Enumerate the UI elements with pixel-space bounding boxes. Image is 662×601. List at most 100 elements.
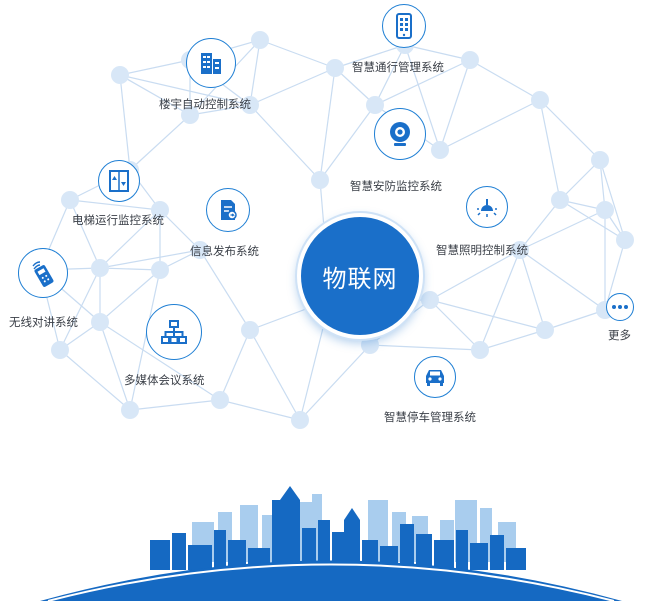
smart-access-node[interactable] bbox=[382, 4, 426, 48]
smart-access-label: 智慧通行管理系统 bbox=[352, 60, 444, 74]
smart-security-node[interactable] bbox=[374, 108, 426, 160]
brain-link bbox=[539, 99, 561, 201]
brain-link bbox=[119, 74, 251, 106]
brain-link bbox=[219, 399, 301, 421]
brain-node bbox=[511, 241, 529, 259]
multimedia-conference-node[interactable] bbox=[146, 304, 202, 360]
brain-link bbox=[99, 209, 161, 269]
brain-node bbox=[421, 291, 439, 309]
brain-link bbox=[189, 104, 251, 116]
brain-node bbox=[241, 96, 259, 114]
brain-node bbox=[151, 201, 169, 219]
wireless-intercom-node[interactable] bbox=[18, 248, 68, 298]
elevator-monitoring-label: 电梯运行监控系统 bbox=[72, 213, 164, 227]
smart-security-label: 智慧安防监控系统 bbox=[350, 179, 442, 193]
lamp-icon bbox=[477, 199, 497, 217]
brain-link bbox=[69, 199, 161, 211]
multimedia-conference-label: 多媒体会议系统 bbox=[124, 373, 205, 387]
brain-link bbox=[199, 249, 251, 331]
brain-node bbox=[531, 91, 549, 109]
brain-link bbox=[374, 59, 471, 106]
brain-link bbox=[334, 44, 406, 69]
brain-link bbox=[129, 114, 191, 171]
brain-link bbox=[99, 321, 221, 401]
building-icon bbox=[201, 53, 221, 74]
brain-link bbox=[59, 267, 101, 351]
smart-parking-node[interactable] bbox=[414, 356, 456, 398]
car-icon bbox=[426, 370, 444, 386]
elevator-monitoring-node[interactable] bbox=[98, 160, 140, 202]
brain-node bbox=[211, 391, 229, 409]
brain-link bbox=[429, 249, 521, 301]
brain-link bbox=[439, 99, 541, 151]
camera-icon bbox=[390, 122, 410, 146]
brain-node bbox=[431, 141, 449, 159]
brain-node bbox=[111, 66, 129, 84]
brain-link bbox=[129, 269, 161, 411]
brain-link bbox=[544, 309, 606, 331]
network-icon bbox=[161, 320, 187, 344]
brain-node bbox=[191, 241, 209, 259]
brain-node bbox=[181, 106, 199, 124]
brain-link bbox=[99, 267, 161, 271]
brain-link bbox=[219, 329, 251, 401]
document-icon bbox=[221, 200, 237, 220]
brain-link bbox=[249, 329, 301, 421]
brain-node bbox=[291, 411, 309, 429]
brain-link bbox=[249, 67, 336, 106]
brain-link bbox=[369, 344, 481, 351]
more-dots-icon bbox=[612, 305, 628, 309]
wireless-intercom-label: 无线对讲系统 bbox=[9, 315, 78, 329]
brain-link bbox=[249, 39, 261, 106]
brain-link bbox=[119, 74, 131, 171]
brain-link bbox=[519, 209, 606, 251]
brain-link bbox=[129, 399, 221, 411]
brain-node bbox=[121, 401, 139, 419]
brain-link bbox=[119, 74, 191, 116]
skyline-front-buildings bbox=[40, 486, 622, 601]
brain-link bbox=[159, 209, 201, 251]
information-release-node[interactable] bbox=[206, 188, 250, 232]
brain-link bbox=[119, 59, 191, 76]
elevator-icon bbox=[109, 170, 129, 192]
brain-node bbox=[536, 321, 554, 339]
brain-node bbox=[366, 96, 384, 114]
smart-lighting-node[interactable] bbox=[466, 186, 508, 228]
brain-node bbox=[591, 151, 609, 169]
brain-link bbox=[519, 249, 606, 311]
brain-node bbox=[51, 341, 69, 359]
brain-node bbox=[241, 321, 259, 339]
information-release-label: 信息发布系统 bbox=[190, 244, 259, 258]
brain-link bbox=[99, 269, 161, 323]
brain-link bbox=[429, 299, 481, 351]
brain-node bbox=[616, 231, 634, 249]
brain-node bbox=[91, 313, 109, 331]
walkie-talkie-icon bbox=[32, 261, 54, 287]
brain-link bbox=[479, 329, 546, 351]
building-automation-label: 楼宇自动控制系统 bbox=[159, 97, 251, 111]
brain-link bbox=[539, 99, 601, 161]
brain-node bbox=[596, 201, 614, 219]
brain-node bbox=[551, 191, 569, 209]
brain-link bbox=[519, 249, 546, 331]
brain-link bbox=[299, 344, 371, 421]
brain-link bbox=[374, 44, 406, 106]
building-automation-node[interactable] bbox=[186, 38, 236, 88]
brain-node bbox=[251, 31, 269, 49]
smart-parking-label: 智慧停车管理系统 bbox=[384, 410, 476, 424]
phone-app-icon bbox=[396, 13, 412, 39]
brain-link bbox=[99, 249, 201, 269]
brain-node bbox=[461, 51, 479, 69]
more-node[interactable] bbox=[606, 293, 634, 321]
brain-link bbox=[59, 349, 131, 411]
more-label: 更多 bbox=[608, 328, 631, 342]
brain-node bbox=[326, 59, 344, 77]
brain-link bbox=[404, 44, 471, 61]
brain-link bbox=[439, 59, 471, 151]
smart-lighting-label: 智慧照明控制系统 bbox=[436, 243, 528, 257]
iot-hub[interactable]: 物联网 bbox=[297, 213, 423, 339]
brain-node bbox=[471, 341, 489, 359]
brain-link bbox=[404, 44, 441, 151]
brain-link bbox=[469, 59, 541, 101]
